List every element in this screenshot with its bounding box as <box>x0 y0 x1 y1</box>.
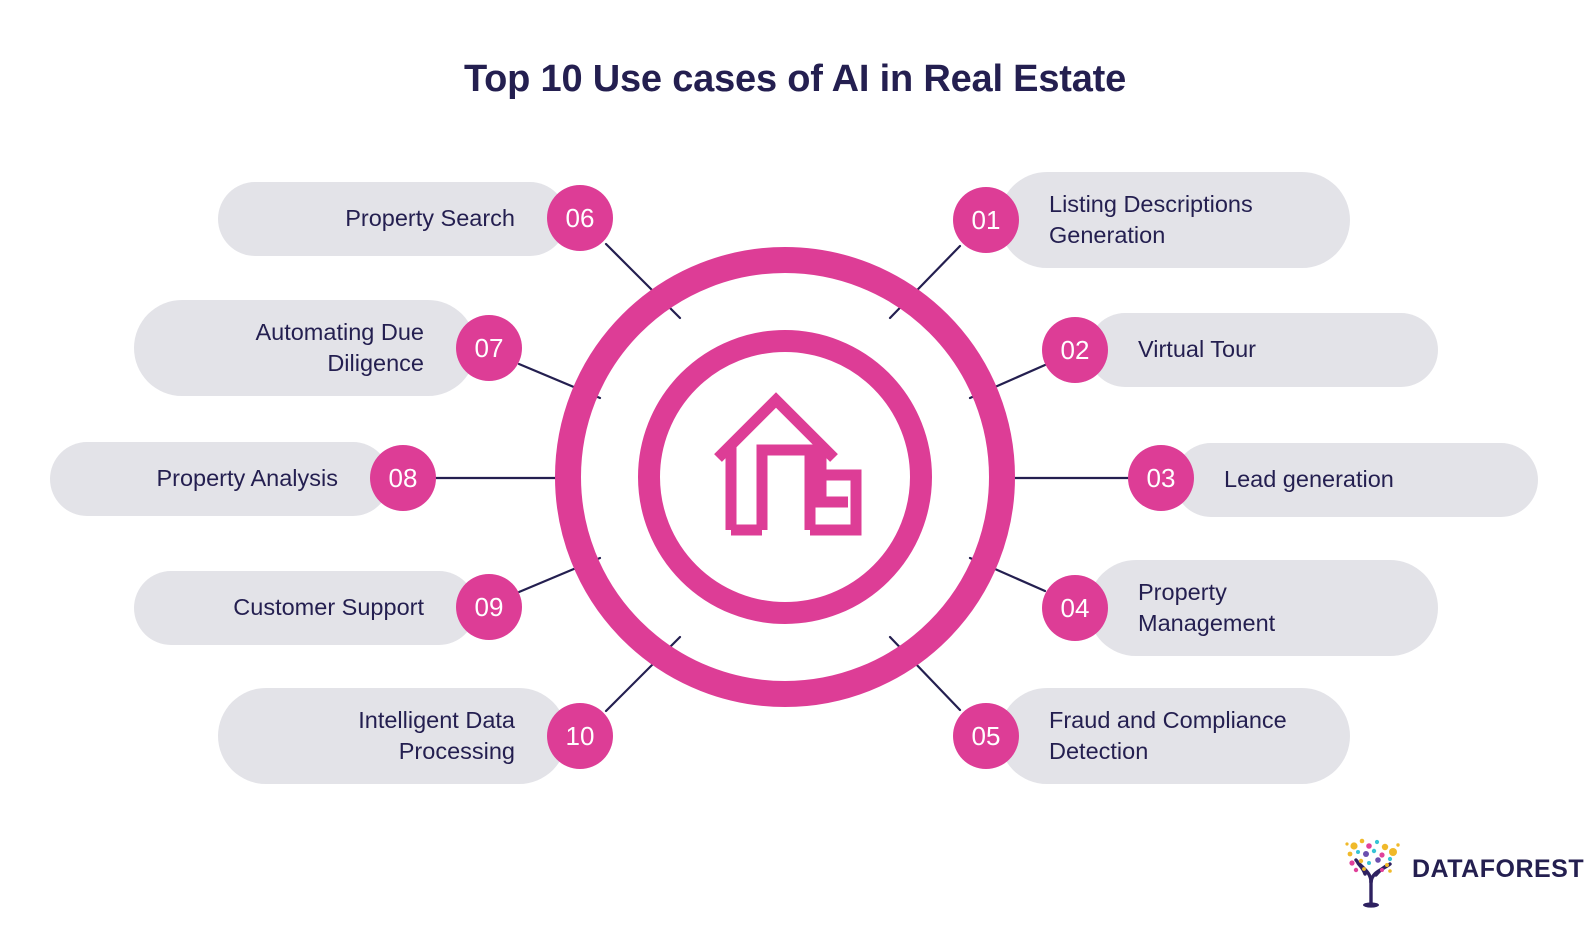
badge-04: 04 <box>1042 575 1108 641</box>
badge-01: 01 <box>953 187 1019 253</box>
item-02[interactable]: 02 Virtual Tour <box>1042 313 1438 387</box>
pill-03[interactable]: Lead generation <box>1174 443 1538 517</box>
pill-09[interactable]: Customer Support <box>134 571 476 645</box>
pill-04[interactable]: Property Management <box>1088 560 1438 656</box>
badge-03: 03 <box>1128 445 1194 511</box>
pill-10[interactable]: Intelligent Data Processing <box>218 688 567 784</box>
pill-05[interactable]: Fraud and Compliance Detection <box>999 688 1350 784</box>
item-01[interactable]: 01 Listing Descriptions Generation <box>953 172 1350 268</box>
item-10[interactable]: 10 Intelligent Data Processing <box>218 688 613 784</box>
center-hub <box>555 247 1015 707</box>
item-label-09: Customer Support <box>233 594 424 621</box>
item-06[interactable]: 06 Property Search <box>218 182 613 256</box>
pill-07[interactable]: Automating Due Diligence <box>134 300 476 396</box>
badge-10: 10 <box>547 703 613 769</box>
item-label-10: Intelligent Data Processing <box>358 706 515 764</box>
house-icon <box>714 392 862 536</box>
item-label-08: Property Analysis <box>156 465 338 492</box>
badge-06: 06 <box>547 185 613 251</box>
badge-05: 05 <box>953 703 1019 769</box>
item-label-07: Automating Due Diligence <box>255 318 424 376</box>
page-title: Top 10 Use cases of AI in Real Estate <box>463 58 1127 100</box>
pill-01[interactable]: Listing Descriptions Generation <box>999 172 1350 268</box>
item-label-02: Virtual Tour <box>1138 336 1257 363</box>
item-label-04: Property Management <box>1138 578 1276 636</box>
pill-02[interactable]: Virtual Tour <box>1088 313 1438 387</box>
badge-08: 08 <box>370 445 436 511</box>
badge-09: 09 <box>456 574 522 640</box>
item-label-01: Listing Descriptions Generation <box>1049 190 1253 248</box>
item-03[interactable]: 03 Lead generation <box>1128 443 1538 517</box>
item-09[interactable]: 09 Customer Support <box>134 571 522 645</box>
item-label-06: Property Search <box>345 205 515 232</box>
badge-07: 07 <box>456 315 522 381</box>
item-05[interactable]: 05 Fraud and Compliance Detection <box>953 688 1350 784</box>
logo-wordmark: DATAFOREST <box>1412 854 1585 883</box>
item-label-05: Fraud and Compliance Detection <box>1049 706 1287 764</box>
tree-logo-icon <box>1345 838 1400 908</box>
pill-06[interactable]: Property Search <box>218 182 567 256</box>
badge-02: 02 <box>1042 317 1108 383</box>
item-label-03: Lead generation <box>1224 466 1394 493</box>
dataforest-logo[interactable]: DATAFOREST <box>1338 828 1584 910</box>
item-07[interactable]: 07 Automating Due Diligence <box>134 300 522 396</box>
item-08[interactable]: 08 Property Analysis <box>50 442 436 516</box>
item-04[interactable]: 04 Property Management <box>1042 560 1438 656</box>
pill-08[interactable]: Property Analysis <box>50 442 390 516</box>
